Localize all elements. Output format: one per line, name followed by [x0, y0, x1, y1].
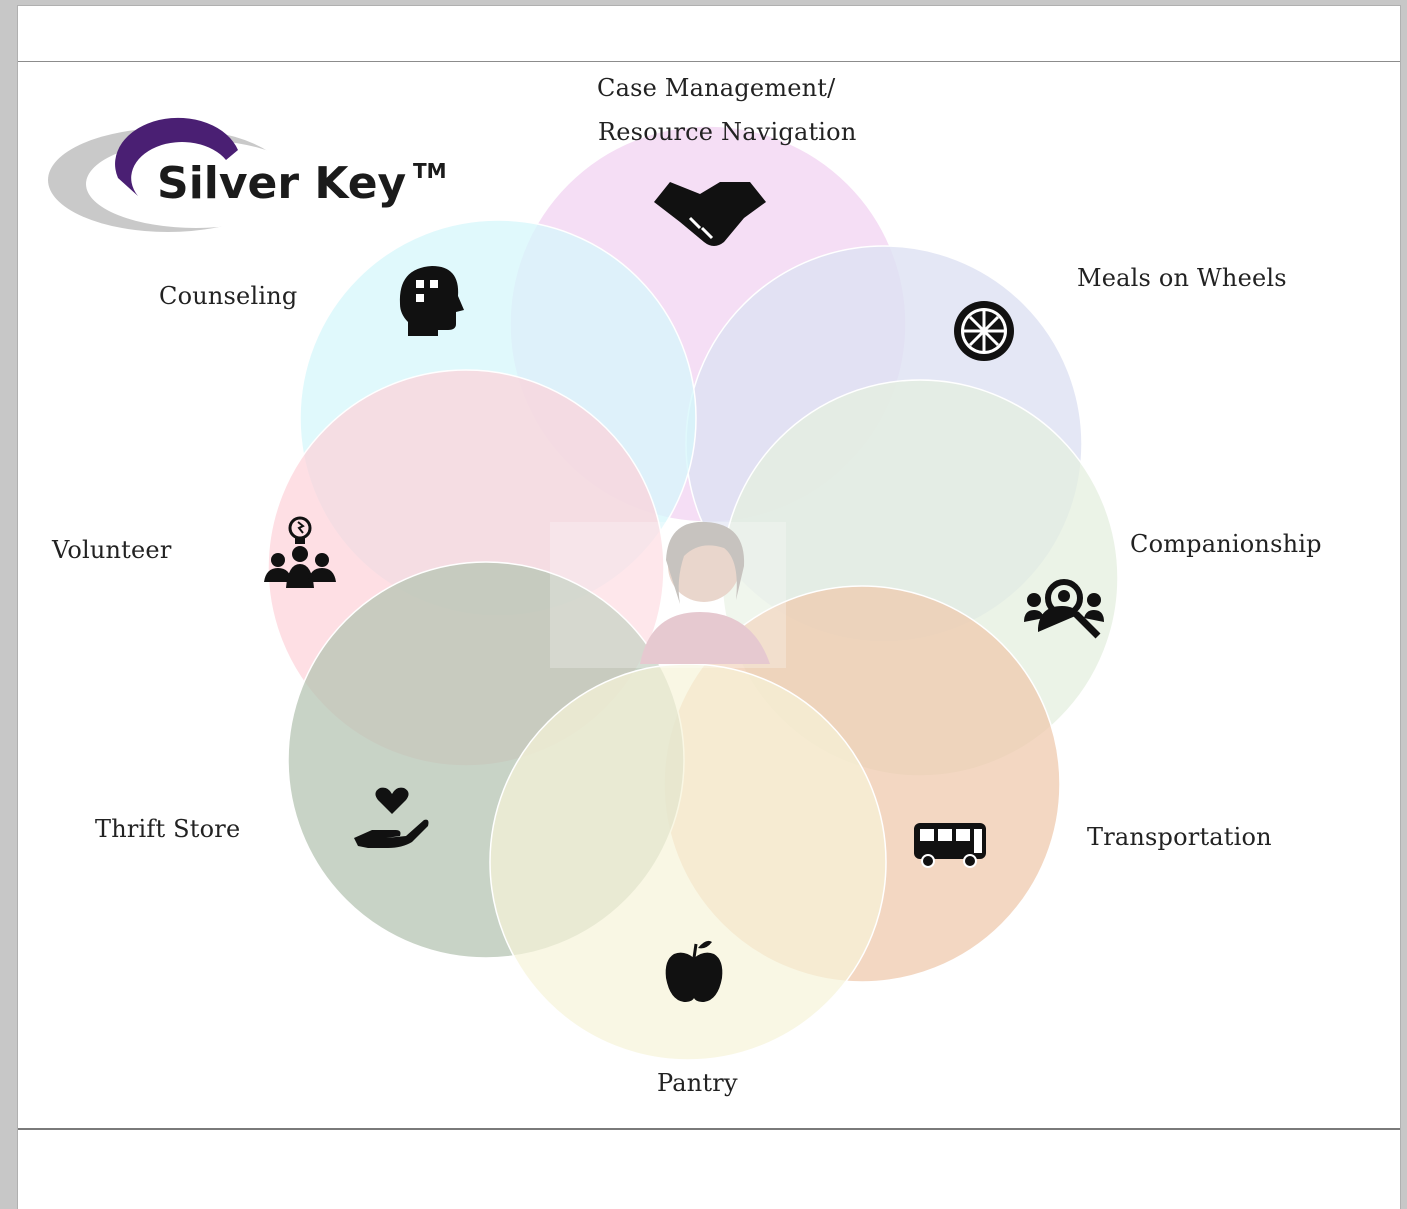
viewer-background-top	[0, 0, 1407, 6]
photo-hair	[666, 521, 745, 604]
label-companionship: Companionship	[1130, 530, 1322, 558]
header-divider	[18, 61, 1400, 62]
heart-hand-icon	[354, 787, 429, 848]
viewer-background-left	[0, 0, 18, 1209]
label-case-management-line2: Resource Navigation	[598, 118, 857, 146]
footer-divider	[18, 1128, 1400, 1130]
label-counseling: Counseling	[159, 282, 298, 310]
label-meals-on-wheels: Meals on Wheels	[1077, 264, 1287, 292]
silver-key-logo: Silver Key TM	[48, 117, 447, 232]
logo-trademark: TM	[413, 159, 447, 183]
viewer-background-right	[1400, 0, 1407, 1209]
group-idea-icon	[264, 516, 336, 588]
label-volunteer: Volunteer	[52, 536, 172, 564]
label-thrift-store: Thrift Store	[95, 815, 241, 843]
label-pantry: Pantry	[657, 1069, 738, 1097]
label-case-management-line1: Case Management/	[597, 74, 836, 102]
wheel-icon	[954, 301, 1014, 361]
handshake-icon	[654, 182, 766, 246]
center-photo	[550, 521, 786, 668]
apple-icon	[665, 940, 723, 1002]
label-transportation: Transportation	[1087, 823, 1272, 851]
head-puzzle-icon	[399, 266, 464, 336]
logo-purple-arc	[115, 117, 238, 196]
photo-scarf	[640, 612, 770, 664]
logo-wordmark: Silver Key	[157, 158, 406, 209]
bus-icon	[914, 823, 986, 868]
people-search-icon	[1024, 579, 1104, 639]
logo-swoosh-cutout	[86, 140, 306, 228]
